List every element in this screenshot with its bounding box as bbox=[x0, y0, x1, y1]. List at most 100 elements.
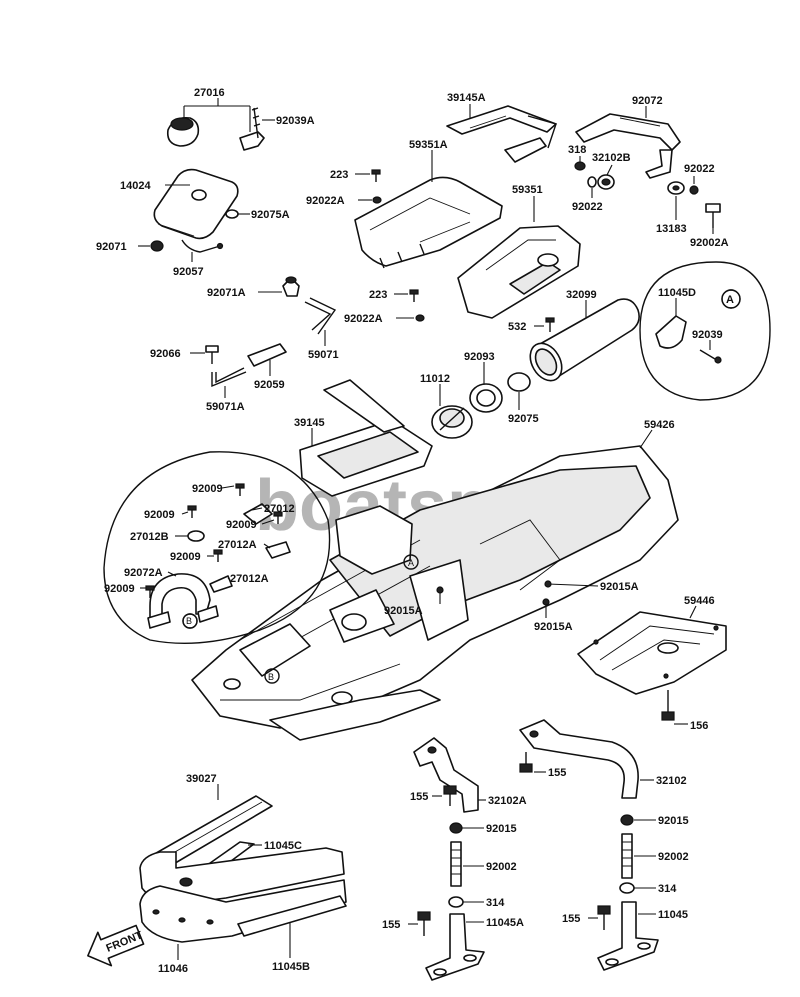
label-92022Ab: 92022A bbox=[344, 313, 383, 325]
label-92002a: 92002 bbox=[486, 861, 517, 873]
label-92002A: 92002A bbox=[690, 237, 729, 249]
part-rail-11045B bbox=[237, 895, 347, 937]
part-bolt-92002A bbox=[705, 203, 721, 228]
label-13183: 13183 bbox=[656, 223, 687, 235]
part-knob-27016 bbox=[166, 107, 265, 151]
label-92066: 92066 bbox=[150, 348, 181, 360]
label-11045D: 11045D bbox=[658, 287, 696, 299]
part-washer-318 bbox=[574, 161, 586, 171]
part-deck-59426 bbox=[191, 445, 679, 741]
label-155a: 155 bbox=[548, 767, 566, 779]
label-92022Aa: 92022A bbox=[306, 195, 345, 207]
label-59426: 59426 bbox=[644, 419, 675, 431]
label-27012Aa: 27012A bbox=[218, 539, 257, 551]
part-foot-11045A bbox=[425, 913, 485, 981]
label-92009d: 92009 bbox=[170, 551, 201, 563]
label-92093: 92093 bbox=[464, 351, 495, 363]
label-92057: 92057 bbox=[173, 266, 204, 278]
label-92015a: 92015 bbox=[486, 823, 517, 835]
part-washer-92022Aa bbox=[372, 196, 382, 204]
part-nut-314a bbox=[448, 896, 464, 908]
label-11012: 11012 bbox=[420, 373, 450, 385]
part-handle-39145A bbox=[446, 105, 557, 163]
part-hose-59071 bbox=[304, 297, 337, 335]
part-plate-59446 bbox=[577, 611, 727, 695]
part-bolt-156 bbox=[661, 690, 675, 721]
part-handle-39145 bbox=[299, 379, 433, 497]
part-fitting-92071A bbox=[282, 276, 300, 297]
label-92022b: 92022 bbox=[684, 163, 715, 175]
front-arrow: FRONT bbox=[87, 924, 144, 967]
detail-a bbox=[639, 261, 771, 401]
part-washer-92015b bbox=[620, 814, 634, 826]
part-washer-13183 bbox=[667, 181, 685, 195]
leader-92015Aa bbox=[547, 583, 599, 587]
leader-32102B bbox=[606, 164, 613, 176]
label-92022a: 92022 bbox=[572, 201, 603, 213]
part-bolt-532 bbox=[545, 317, 555, 332]
part-washer-92022b bbox=[689, 185, 699, 195]
label-92002b: 92002 bbox=[658, 851, 689, 863]
label-314a: 314 bbox=[486, 897, 505, 909]
part-bolt-223b bbox=[409, 289, 419, 302]
leader-92009a bbox=[221, 485, 235, 489]
label-32102A: 32102A bbox=[488, 795, 527, 807]
label-92015Ab: 92015A bbox=[384, 605, 423, 617]
label-11045B: 11045B bbox=[272, 961, 310, 973]
label-32099: 32099 bbox=[566, 289, 597, 301]
label-92009e: 92009 bbox=[104, 583, 135, 595]
part-bolt-155d bbox=[597, 905, 611, 930]
leader-27012 bbox=[251, 507, 263, 511]
part-rail-11046 bbox=[139, 847, 347, 943]
part-cover-14024 bbox=[153, 168, 239, 240]
part-bracket-92072 bbox=[575, 113, 681, 179]
label-32102: 32102 bbox=[656, 775, 687, 787]
part-bolt-155b bbox=[443, 785, 457, 806]
leader-59446 bbox=[689, 605, 697, 619]
label-27012Ab: 27012A bbox=[230, 573, 269, 585]
part-cap-11012 bbox=[431, 405, 473, 439]
label-39027: 39027 bbox=[186, 773, 217, 785]
label-11046: 11046 bbox=[158, 963, 188, 975]
label-92059: 92059 bbox=[254, 379, 285, 391]
part-bolt-92066 bbox=[205, 345, 219, 364]
leader-92009b bbox=[181, 511, 189, 515]
leader-27016 bbox=[183, 98, 251, 132]
label-155b: 155 bbox=[410, 791, 428, 803]
label-314b: 314 bbox=[658, 883, 677, 895]
marker-a-label: A bbox=[726, 294, 734, 306]
part-clamp-92059 bbox=[247, 343, 287, 367]
label-92009a: 92009 bbox=[192, 483, 223, 495]
label-92039: 92039 bbox=[692, 329, 723, 341]
leader-92009c bbox=[261, 519, 275, 525]
label-92009c: 92009 bbox=[226, 519, 257, 531]
part-hose-59071A bbox=[211, 367, 247, 388]
part-washer-92075 bbox=[507, 372, 531, 392]
label-532: 532 bbox=[508, 321, 526, 333]
leader-27012Aa bbox=[263, 543, 271, 549]
label-318: 318 bbox=[568, 144, 586, 156]
leader-92072A bbox=[167, 571, 177, 577]
part-bushing-32102B bbox=[597, 174, 615, 190]
label-92075: 92075 bbox=[508, 413, 539, 425]
leader-59426 bbox=[639, 429, 653, 449]
label-59071A: 59071A bbox=[206, 401, 245, 413]
marker-b-circle bbox=[182, 613, 198, 629]
part-strap-92057 bbox=[181, 239, 224, 253]
label-92072A: 92072A bbox=[124, 567, 163, 579]
part-cover-59351 bbox=[457, 225, 581, 319]
label-92071: 92071 bbox=[96, 241, 127, 253]
part-bolt-155c bbox=[417, 911, 431, 936]
label-27012B: 27012B bbox=[130, 531, 169, 543]
label-92072: 92072 bbox=[632, 95, 663, 107]
part-foot-11045 bbox=[597, 901, 659, 971]
marker-a-hull-label: A bbox=[408, 558, 414, 568]
label-223b: 223 bbox=[369, 289, 387, 301]
part-nut-314b bbox=[619, 882, 635, 894]
part-cap-92071 bbox=[150, 240, 164, 252]
label-11045C: 11045C bbox=[264, 840, 302, 852]
label-155c: 155 bbox=[382, 919, 400, 931]
part-cover-59351A bbox=[354, 176, 503, 269]
part-washer-92022a bbox=[587, 176, 597, 188]
label-27012: 27012 bbox=[264, 503, 295, 515]
